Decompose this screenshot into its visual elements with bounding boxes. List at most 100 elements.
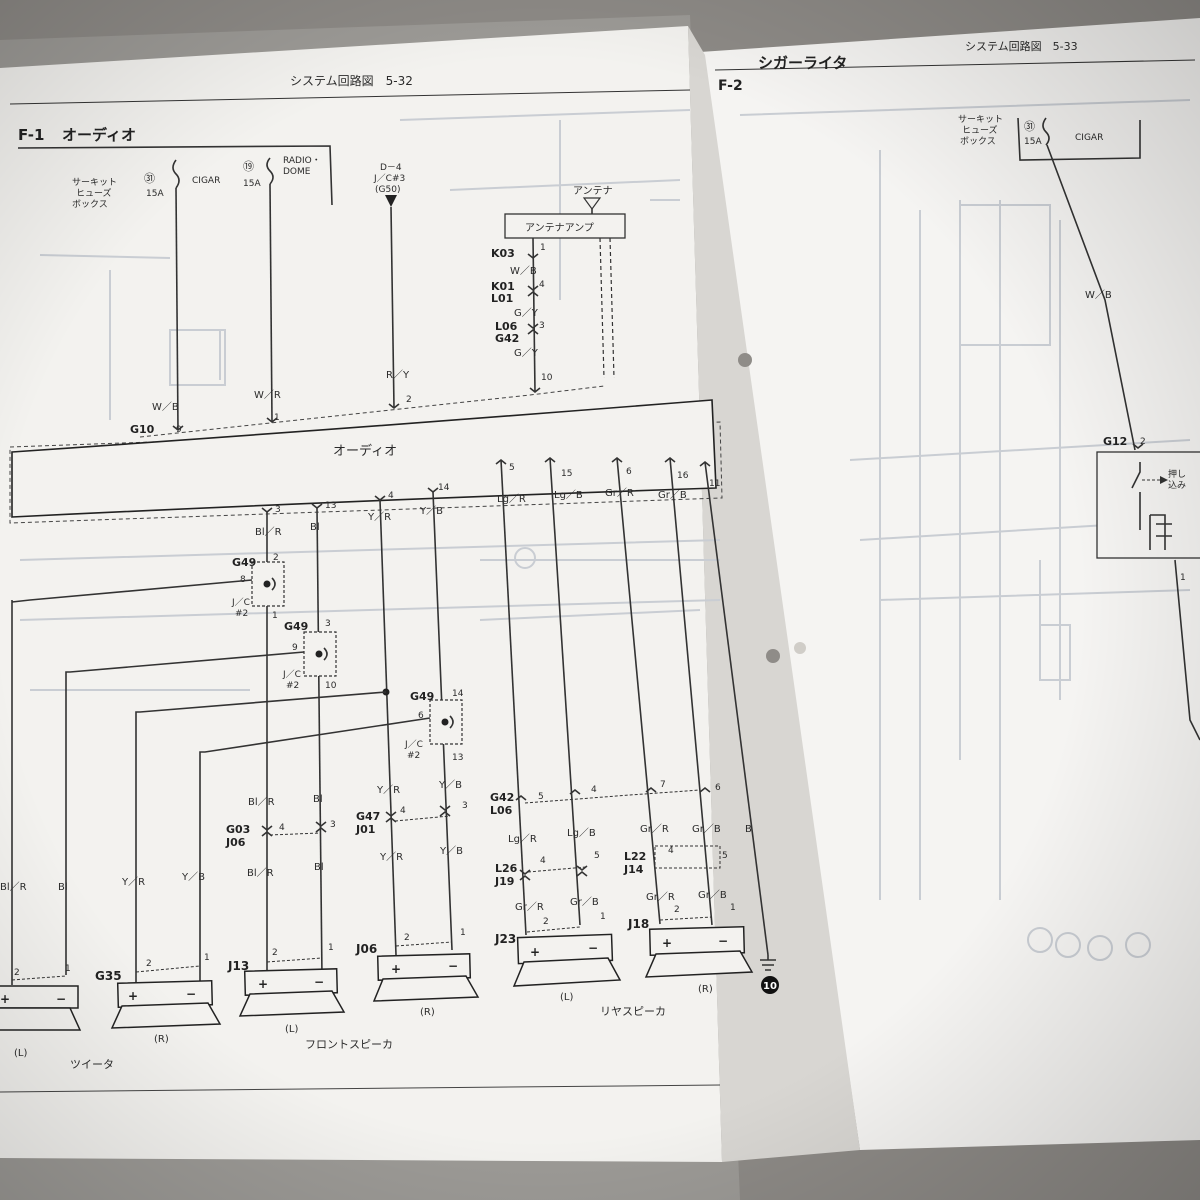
- mid-conn-l26: L26: [495, 862, 518, 875]
- spk1-wire-a: Bl／R: [0, 881, 27, 893]
- ground-wire-b: B: [745, 824, 752, 835]
- bottom-pin-4: 4: [388, 491, 394, 501]
- mid-conn-l06: L06: [490, 804, 513, 817]
- bottom-pin-13: 13: [325, 501, 336, 511]
- right-page-header: システム回路図 5-33: [965, 40, 1078, 53]
- audio-pin-10: 10: [541, 373, 553, 383]
- fuse-31-amp: 15A: [146, 189, 164, 199]
- right-section-title: シガーライタ: [758, 54, 847, 72]
- mid-conn-j19: J19: [494, 875, 514, 888]
- right-pin-1: 1: [1180, 573, 1186, 583]
- mid-wire-blr: Bl／R: [248, 796, 275, 808]
- fuse-box-label-1: サーキット: [72, 177, 117, 188]
- spk3-pin-1: 1: [328, 943, 334, 953]
- jc-ref-2: J／C#3: [373, 173, 405, 184]
- spk5-wire-b: Gr／B: [570, 896, 599, 908]
- section-title: オーディオ: [62, 126, 136, 144]
- mid-conn-j01: J01: [355, 823, 375, 836]
- antenna-label: アンテナ: [573, 185, 613, 197]
- spk1-side: (L): [14, 1048, 27, 1059]
- ground-number: 10: [763, 981, 777, 992]
- mid-wire-yr: Y／R: [376, 784, 400, 796]
- antenna-amp-label: アンテナアンプ: [525, 222, 594, 234]
- spk6-wire-a: Gr／R: [646, 891, 675, 903]
- bottom-pin-14: 14: [438, 483, 450, 493]
- spk4-conn: J06: [355, 942, 377, 956]
- tweeter-label: ツイータ: [70, 1058, 114, 1071]
- right-fuse-number: ㉛: [1024, 120, 1035, 133]
- spk2-minus: −: [186, 987, 196, 1001]
- wire-wb-antenna: W／B: [510, 265, 537, 277]
- spk2-pin-2: 2: [146, 959, 152, 969]
- spk3-side: (L): [285, 1024, 298, 1035]
- spk3-pin-2: 2: [272, 948, 278, 958]
- right-pin-2: 2: [1140, 437, 1146, 447]
- binder-hole: [766, 649, 780, 663]
- jc-ref-3: (G50): [375, 185, 400, 195]
- bottom-wire-bl: Bl: [310, 522, 320, 533]
- bottom-wire-blr: Bl／R: [255, 526, 282, 538]
- bottom-pin-5: 5: [509, 463, 515, 473]
- right-conn-g12: G12: [1103, 435, 1127, 448]
- mid-wire-yr-2: Y／R: [379, 851, 403, 863]
- jc1-pin-2: 2: [273, 553, 279, 563]
- mid-g42-pin-4: 4: [591, 785, 597, 795]
- mid-wire-lgr: Lg／R: [508, 833, 537, 845]
- spk4-pin-2: 2: [404, 933, 410, 943]
- spk2-wire-b: Y／B: [181, 871, 205, 883]
- page-header: システム回路図 5-32: [290, 73, 413, 88]
- top-pin-2: 2: [406, 395, 412, 405]
- spk5-wire-a: Gr／R: [515, 901, 544, 913]
- mid-wire-lgb: Lg／B: [567, 827, 596, 839]
- rear-speaker-label: リヤスピーカ: [600, 1005, 666, 1018]
- spk1-minus: −: [56, 992, 66, 1006]
- top-wire-wr: W／R: [254, 389, 281, 401]
- spk2-conn: G35: [95, 969, 122, 983]
- mid-wire-grb: Gr／B: [692, 823, 721, 835]
- mid-conn-g47: G47: [356, 810, 380, 823]
- fuse-31-number: ㉛: [144, 172, 155, 185]
- bottom-wire-lgr: Lg／R: [497, 493, 526, 505]
- mid-pin-7: 7: [660, 780, 666, 790]
- bottom-pin-16: 16: [677, 471, 689, 481]
- mid-g42-pin-5: 5: [538, 792, 544, 802]
- bottom-pin-15: 15: [561, 469, 572, 479]
- spk2-side: (R): [154, 1034, 169, 1045]
- top-wire-wb: W／B: [152, 401, 179, 413]
- right-fuse-box-label-3: ボックス: [960, 136, 996, 147]
- front-speaker-label: フロントスピーカ: [305, 1038, 393, 1051]
- right-fuse-amp: 15A: [1024, 137, 1042, 147]
- wire-gy-1: G／Y: [514, 307, 539, 319]
- jc2-pin-9: 9: [292, 643, 298, 653]
- mid-l22-pin-5: 5: [722, 851, 728, 861]
- mid-l22-pin-4: 4: [668, 846, 674, 856]
- push-label-2: 込み: [1168, 480, 1186, 491]
- spk6-side: (R): [698, 984, 713, 995]
- spk4-pin-1: 1: [460, 928, 466, 938]
- jc2-conn: G49: [284, 620, 308, 633]
- mid-conn-l22: L22: [624, 850, 646, 863]
- spk6-conn: J18: [627, 917, 649, 931]
- spk5-minus: −: [588, 941, 598, 955]
- jc2-label-1: J／C: [282, 669, 301, 680]
- jc1-conn: G49: [232, 556, 256, 569]
- spk6-wire-b: Gr／B: [698, 889, 727, 901]
- jc1-pin-1: 1: [272, 611, 278, 621]
- fuse-31-name: CIGAR: [192, 176, 220, 186]
- conn-g42: G42: [495, 332, 519, 345]
- mid-conn-j06: J06: [225, 836, 246, 849]
- cigar-lighter-box: [1096, 451, 1200, 559]
- fuse-19-name-1: RADIO・: [283, 156, 321, 166]
- conn-l06-pin: 3: [539, 321, 545, 331]
- right-fuse-name: CIGAR: [1075, 133, 1103, 143]
- mid-g47-pin-3: 3: [462, 801, 468, 811]
- fuse-box-label-2: ヒューズ: [76, 187, 112, 199]
- fuse-19-number: ⑲: [243, 160, 254, 173]
- section-id: F-1: [18, 126, 44, 144]
- bottom-pin-3: 3: [275, 505, 281, 515]
- spk4-plus: +: [391, 962, 401, 976]
- jc-ref-1: D－4: [380, 163, 402, 173]
- spk5-pin-1: 1: [600, 912, 606, 922]
- conn-k01-pin: 4: [539, 280, 545, 290]
